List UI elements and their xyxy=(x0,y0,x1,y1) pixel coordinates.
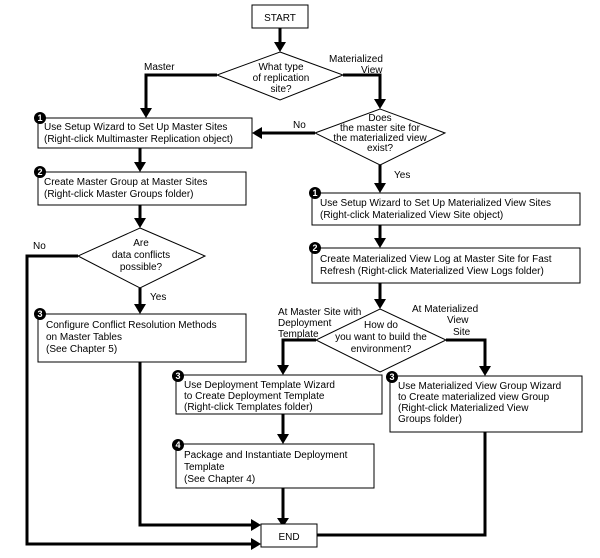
decision-master-exists: Does the master site for the materialize… xyxy=(313,108,447,166)
branch-label-yes-conflicts: Yes xyxy=(150,292,166,303)
start-label: START xyxy=(264,13,296,24)
branch-label-mv-site-3: Site xyxy=(453,327,471,338)
step-number: 1 xyxy=(312,188,317,198)
step-master-setup: Use Setup Wizard to Set Up Master Sites … xyxy=(34,112,253,149)
step-deploy-wizard: Use Deployment Template Wizard to Create… xyxy=(172,370,383,415)
branch-label-materialized-2: View xyxy=(361,65,383,76)
step-mv-group-wizard-line-3: (Right-click Materialized View xyxy=(398,403,529,414)
decision-build-env-line-3: environment? xyxy=(351,344,412,355)
step-number: 3 xyxy=(175,371,180,381)
step-mv-log-line-2: Refresh (Right-click Materialized View L… xyxy=(320,266,544,277)
branch-labels: Master Materialized View No Yes No Yes A… xyxy=(33,54,478,340)
step-number: 1 xyxy=(37,113,42,123)
decision-master-exists-line-2: the master site for xyxy=(340,123,421,134)
step-mv-group-wizard-line-2: to Create materialized view Group xyxy=(398,392,550,403)
branch-label-materialized-1: Materialized xyxy=(329,54,383,65)
start-terminal: START xyxy=(251,4,309,29)
step-number: 3 xyxy=(389,372,394,382)
decision-conflicts-line-2: data conflicts xyxy=(112,250,170,261)
decision-conflicts-line-1: Are xyxy=(133,238,149,249)
branch-label-no-conflicts: No xyxy=(33,241,46,252)
decision-master-exists-line-4: exist? xyxy=(367,143,394,154)
decision-site-type-line-1: What type xyxy=(258,62,303,73)
step-mv-group-wizard-line-4: Groups folder) xyxy=(398,414,462,425)
step-mv-log-line-1: Create Materialized View Log at Master S… xyxy=(320,254,552,265)
step-deploy-wizard-line-2: to Create Deployment Template xyxy=(184,391,325,402)
step-number-badge xyxy=(172,370,184,382)
step-package: Package and Instantiate Deployment Templ… xyxy=(172,439,375,489)
branch-label-no-master: No xyxy=(293,120,306,131)
step-mv-setup-line-1: Use Setup Wizard to Set Up Materialized … xyxy=(320,198,551,209)
step-package-line-2: Template xyxy=(184,462,225,473)
step-master-group: Create Master Group at Master Sites (Rig… xyxy=(34,166,247,206)
end-terminal: END xyxy=(260,523,318,548)
step-conflict-resolution-line-2: on Master Tables xyxy=(46,332,122,343)
step-number: 4 xyxy=(175,440,180,450)
step-number-badge xyxy=(34,308,46,320)
step-conflict-resolution-line-3: (See Chapter 5) xyxy=(46,344,117,355)
step-master-group-line-2: (Right-click Master Groups folder) xyxy=(44,189,193,200)
step-number: 2 xyxy=(312,243,317,253)
end-label: END xyxy=(278,532,299,543)
decision-site-type-line-3: site? xyxy=(270,84,292,95)
step-mv-group-wizard: Use Materialized View Group Wizard to Cr… xyxy=(386,371,583,433)
step-deploy-wizard-line-3: (Right-click Templates folder) xyxy=(184,402,313,413)
step-mv-log: Create Materialized View Log at Master S… xyxy=(309,242,581,284)
step-package-line-1: Package and Instantiate Deployment xyxy=(184,450,348,461)
branch-label-mv-site-2: View xyxy=(447,315,469,326)
decision-build-env: How do you want to build the environment… xyxy=(314,308,448,373)
branch-label-deployment-3: Template xyxy=(278,329,319,340)
decision-build-env-line-2: you want to build the xyxy=(335,332,427,343)
step-mv-setup-line-2: (Right-click Materialized View Site obje… xyxy=(320,210,503,221)
step-master-setup-line-2: (Right-click Multimaster Replication obj… xyxy=(44,134,233,145)
step-number-badge xyxy=(172,439,184,451)
step-conflict-resolution: Configure Conflict Resolution Methods on… xyxy=(34,308,247,363)
step-number-badge xyxy=(309,242,321,254)
decision-conflicts: Are data conflicts possible? xyxy=(76,227,207,289)
step-number-badge xyxy=(34,166,46,178)
step-conflict-resolution-line-1: Configure Conflict Resolution Methods xyxy=(46,320,217,331)
decision-site-type-line-2: of replication xyxy=(253,73,310,84)
decision-build-env-line-1: How do xyxy=(364,320,398,331)
decision-conflicts-line-3: possible? xyxy=(120,262,163,273)
step-number: 3 xyxy=(37,309,42,319)
step-number-badge xyxy=(386,371,398,383)
step-number-badge xyxy=(309,187,321,199)
connectors xyxy=(25,28,487,546)
decision-site-type: What type of replication site? xyxy=(215,51,345,101)
step-package-line-3: (See Chapter 4) xyxy=(184,474,255,485)
step-master-group-line-1: Create Master Group at Master Sites xyxy=(44,177,207,188)
branch-label-deployment-1: At Master Site with xyxy=(278,307,361,318)
step-deploy-wizard-line-1: Use Deployment Template Wizard xyxy=(184,380,335,391)
branch-label-yes-master: Yes xyxy=(394,170,410,181)
step-master-setup-line-1: Use Setup Wizard to Set Up Master Sites xyxy=(44,122,227,133)
step-mv-setup: Use Setup Wizard to Set Up Materialized … xyxy=(309,187,581,226)
branch-label-mv-site-1: At Materialized xyxy=(412,304,478,315)
branch-label-master: Master xyxy=(144,62,175,73)
step-mv-group-wizard-line-1: Use Materialized View Group Wizard xyxy=(398,381,561,392)
step-number: 2 xyxy=(37,167,42,177)
decision-master-exists-line-3: the materialized view xyxy=(333,133,427,144)
step-number-badge xyxy=(34,112,46,124)
decision-master-exists-line-1: Does xyxy=(368,113,391,124)
branch-label-deployment-2: Deployment xyxy=(278,318,332,329)
